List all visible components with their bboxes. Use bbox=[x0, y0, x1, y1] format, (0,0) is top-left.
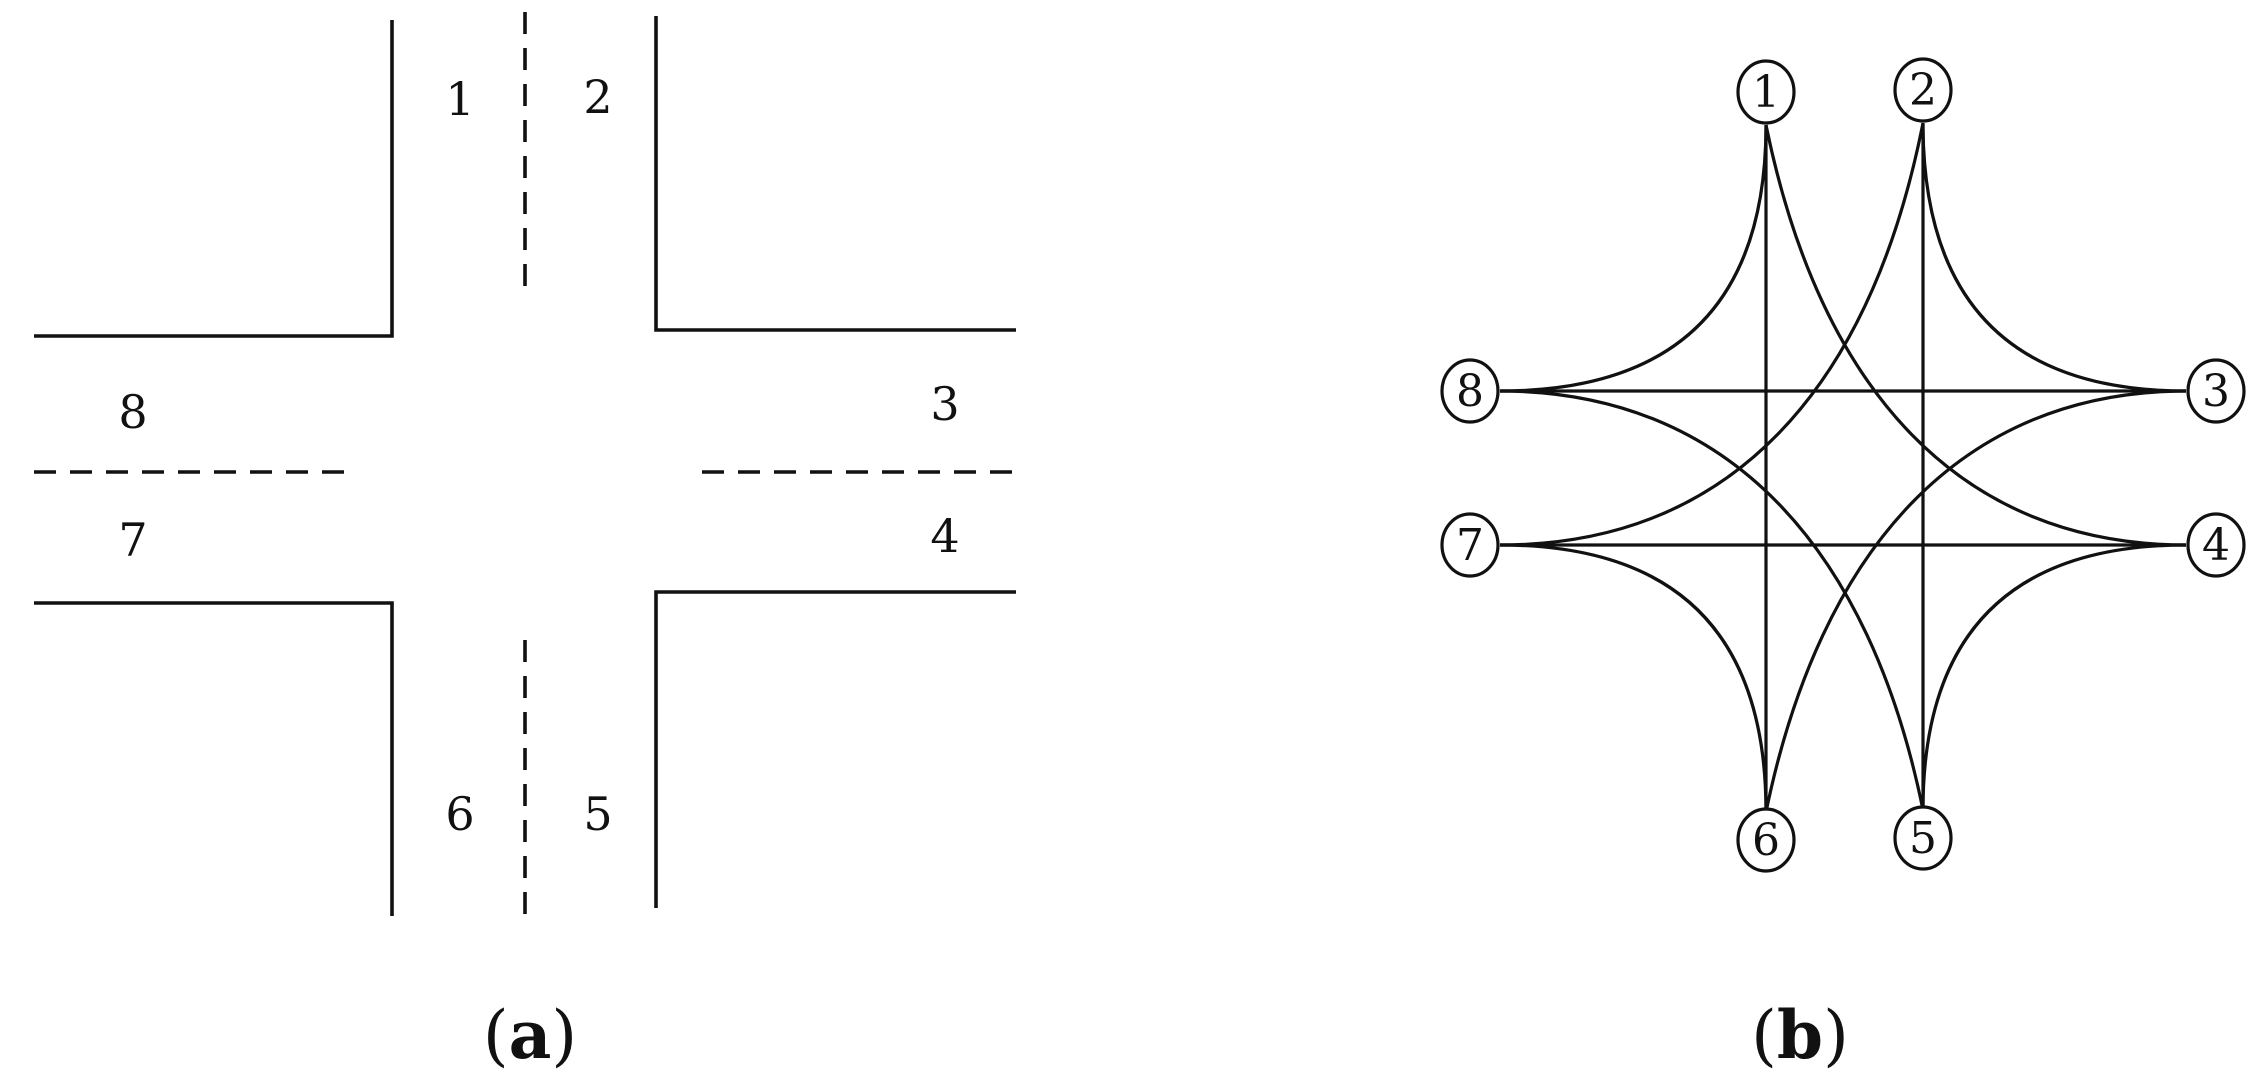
edge-1-4 bbox=[1764, 124, 2187, 547]
svg-text:7: 7 bbox=[1456, 520, 1484, 571]
curb-top-right bbox=[654, 16, 1016, 332]
edge-4-5 bbox=[1921, 543, 2187, 811]
curb-bottom-right bbox=[654, 590, 1016, 908]
edge-1-8 bbox=[1499, 124, 1768, 393]
node-4: 4 bbox=[2186, 512, 2246, 578]
edge-2-3 bbox=[1921, 122, 2187, 393]
lane-label-3: 3 bbox=[930, 377, 959, 431]
curb-bottom-left bbox=[34, 601, 394, 916]
curb-top-left bbox=[34, 20, 394, 338]
lane-label-1: 1 bbox=[445, 72, 474, 126]
node-2: 2 bbox=[1893, 57, 1953, 123]
node-1: 1 bbox=[1736, 59, 1796, 125]
node-5: 5 bbox=[1893, 805, 1953, 871]
edge-3-6 bbox=[1764, 389, 2187, 813]
lane-label-8: 8 bbox=[118, 385, 147, 439]
svg-text:3: 3 bbox=[2202, 366, 2230, 417]
svg-text:6: 6 bbox=[1752, 815, 1780, 866]
svg-text:2: 2 bbox=[1909, 65, 1937, 116]
edge-8-5 bbox=[1499, 389, 1925, 811]
caption-b: (b) bbox=[1751, 996, 1849, 1074]
panel-a-intersection: 1 2 3 4 5 6 7 8 (a) bbox=[34, 12, 1016, 1074]
lane-label-6: 6 bbox=[445, 787, 474, 841]
svg-text:8: 8 bbox=[1456, 366, 1484, 417]
lane-label-7: 7 bbox=[118, 513, 147, 567]
node-7: 7 bbox=[1440, 512, 1500, 578]
node-3: 3 bbox=[2186, 358, 2246, 424]
edge-2-7 bbox=[1499, 122, 1925, 547]
svg-text:1: 1 bbox=[1752, 67, 1780, 118]
svg-text:5: 5 bbox=[1909, 813, 1937, 864]
lane-label-2: 2 bbox=[583, 70, 612, 124]
node-6: 6 bbox=[1736, 807, 1796, 873]
panel-b-conflict-graph: 1 2 3 4 5 6 7 8 (b) bbox=[1440, 57, 2246, 1074]
edge-7-6 bbox=[1499, 543, 1768, 813]
svg-text:4: 4 bbox=[2202, 520, 2230, 571]
lane-label-4: 4 bbox=[930, 509, 959, 563]
caption-a: (a) bbox=[483, 996, 577, 1074]
lane-label-5: 5 bbox=[583, 787, 612, 841]
node-8: 8 bbox=[1440, 358, 1500, 424]
